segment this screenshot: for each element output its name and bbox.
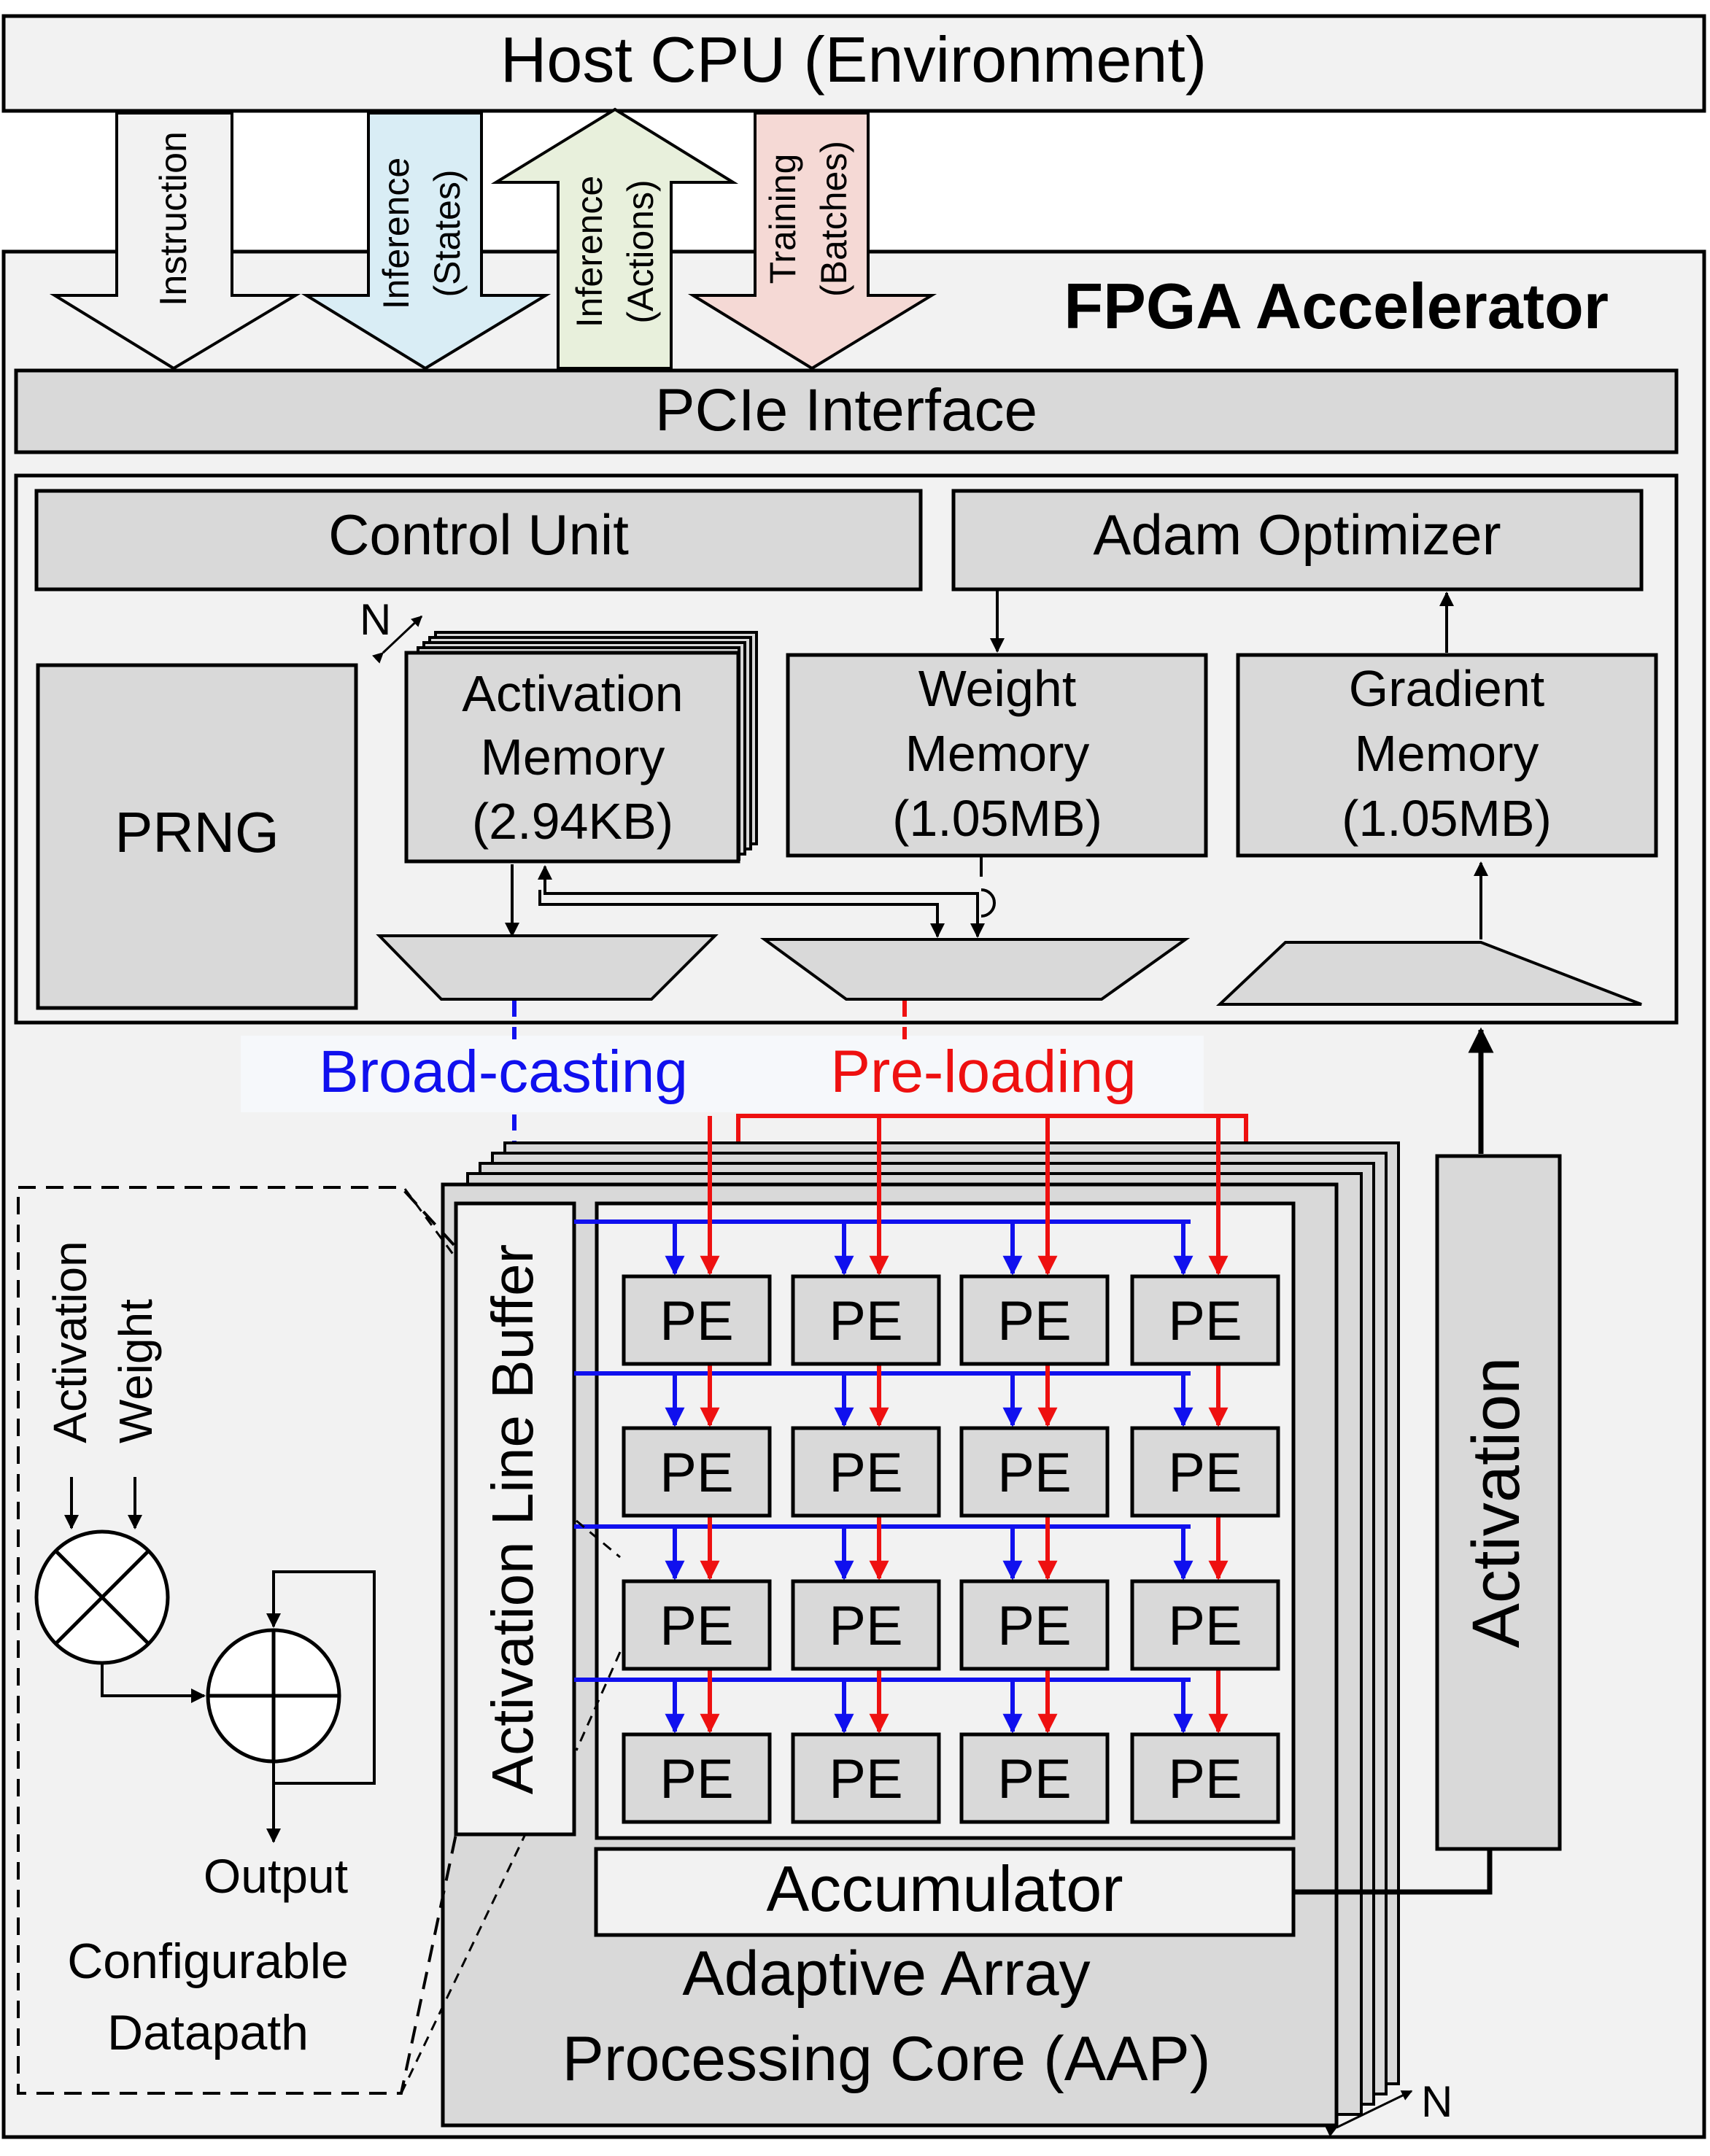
adam-optimizer-label: Adam Optimizer [1093, 503, 1501, 567]
pe-cell: PE [1130, 1274, 1280, 1366]
host-cpu-title: Host CPU (Environment) [500, 23, 1207, 96]
pe-cell: PE [1130, 1579, 1280, 1671]
prng-label: PRNG [115, 800, 279, 864]
weight-memory-line-1: Weight [918, 660, 1077, 717]
gradient-memory-line-2: Memory [1355, 725, 1539, 782]
training-batches-arrow: Training (Batches) [687, 112, 937, 371]
activation-memory-n-label: N [360, 595, 391, 644]
weight-memory-line-3: (1.05MB) [892, 790, 1102, 847]
inference-actions-label-1: Inference [569, 176, 610, 327]
pe-label: PE [659, 1290, 733, 1352]
pe-cell: PE [622, 1426, 772, 1518]
pe-label: PE [997, 1748, 1071, 1810]
pe-cell: PE [959, 1732, 1110, 1824]
activation-memory-line-1: Activation [462, 665, 683, 722]
gradient-memory: Gradient Memory (1.05MB) [1236, 653, 1658, 858]
aap-title-line-1: Adaptive Array [682, 1939, 1090, 2009]
pcie-label: PCIe Interface [655, 377, 1037, 443]
control-unit: Control Unit [34, 489, 923, 592]
pe-cell: PE [959, 1426, 1110, 1518]
pe-cell: PE [791, 1274, 941, 1366]
training-batches-label-2: (Batches) [813, 141, 854, 297]
datapath-wires [64, 1477, 376, 1843]
gradient-memory-line-3: (1.05MB) [1342, 790, 1552, 847]
activation-output-label: Activation [1459, 1357, 1533, 1648]
instruction-label: Instruction [152, 131, 195, 306]
control-unit-label: Control Unit [328, 503, 629, 567]
gradient-mux [1215, 941, 1642, 1006]
activation-line-buffer: Activation Line Buffer [454, 1201, 576, 1837]
pe-label: PE [829, 1442, 902, 1504]
pe-cell: PE [791, 1579, 941, 1671]
pe-label: PE [829, 1748, 902, 1810]
inference-states-label-2: (States) [427, 169, 468, 297]
aap-stack-indicator: N [1325, 2077, 1452, 2137]
datapath-inset: Activation Weight Output Configurable Da… [17, 1186, 622, 2095]
pe-cell: PE [791, 1426, 941, 1518]
pe-label: PE [829, 1290, 902, 1352]
pe-cell: PE [791, 1732, 941, 1824]
adder-icon [206, 1628, 341, 1764]
weight-memory-line-2: Memory [905, 725, 1090, 782]
pe-cell: PE [1130, 1732, 1280, 1824]
instruction-arrow: Instruction [49, 112, 301, 371]
adam-optimizer: Adam Optimizer [951, 489, 1644, 592]
training-batches-label-1: Training [762, 154, 803, 284]
activation-memory-stack-indicator: N [360, 595, 423, 664]
activation-line-buffer-label: Activation Line Buffer [480, 1244, 545, 1795]
pe-label: PE [659, 1442, 733, 1504]
pe-cell: PE [1130, 1426, 1280, 1518]
datapath-activation-label: Activation [44, 1241, 96, 1443]
pe-label: PE [997, 1290, 1071, 1352]
activation-mux [376, 934, 719, 1001]
memory-connection-arrows [505, 591, 1488, 939]
pe-label: PE [659, 1595, 733, 1657]
pe-cell: PE [622, 1579, 772, 1671]
multiplier-icon [34, 1529, 170, 1665]
pe-cell: PE [959, 1579, 1110, 1671]
pe-label: PE [659, 1748, 733, 1810]
pe-label: PE [1168, 1290, 1242, 1352]
inference-actions-label-2: (Actions) [620, 179, 661, 323]
accumulator: Accumulator [594, 1847, 1296, 1937]
pe-label: PE [1168, 1748, 1242, 1810]
datapath-title-line-1: Configurable [67, 1934, 349, 1989]
gradient-memory-line-1: Gradient [1349, 660, 1544, 717]
aap-title-line-2: Processing Core (AAP) [562, 2024, 1211, 2094]
datapath-weight-label: Weight [109, 1299, 162, 1443]
datapath-output-label: Output [204, 1849, 348, 1903]
pcie-interface: PCIe Interface [14, 368, 1679, 454]
label-strip [241, 1036, 1204, 1112]
pe-cell: PE [622, 1274, 772, 1366]
aap-n-label: N [1421, 2077, 1452, 2126]
pe-cell: PE [622, 1732, 772, 1824]
pe-label: PE [1168, 1595, 1242, 1657]
inference-states-label-1: Inference [376, 158, 417, 309]
accumulator-label: Accumulator [766, 1853, 1123, 1925]
pe-array: PE PE PE PE PE PE PE PE PE PE PE PE PE PE PE PE [622, 1274, 1280, 1824]
host-cpu-box: Host CPU (Environment) [1, 14, 1706, 113]
fpga-title: FPGA Accelerator [1064, 270, 1609, 342]
weight-memory: Weight Memory (1.05MB) [786, 653, 1208, 858]
pe-label: PE [997, 1442, 1071, 1504]
datapath-title-line-2: Datapath [107, 2005, 309, 2060]
broadcasting-label: Broad-casting [319, 1039, 688, 1105]
activation-memory: Activation Memory (2.94KB) [404, 631, 758, 864]
pe-cell: PE [959, 1274, 1110, 1366]
weight-mux [759, 938, 1191, 1001]
preloading-label: Pre-loading [830, 1039, 1136, 1105]
prng: PRNG [36, 663, 358, 1010]
activation-output-column: Activation [1435, 1154, 1562, 1851]
pe-label: PE [997, 1595, 1071, 1657]
inference-states-arrow: Inference (States) [301, 112, 552, 371]
pe-label: PE [1168, 1442, 1242, 1504]
activation-memory-line-3: (2.94KB) [472, 793, 673, 850]
inference-actions-arrow: Inference (Actions) [490, 107, 739, 370]
pe-array-wires [574, 1116, 1229, 1734]
activation-output-path [1295, 1027, 1494, 1895]
activation-memory-line-2: Memory [481, 729, 665, 786]
pe-label: PE [829, 1595, 902, 1657]
